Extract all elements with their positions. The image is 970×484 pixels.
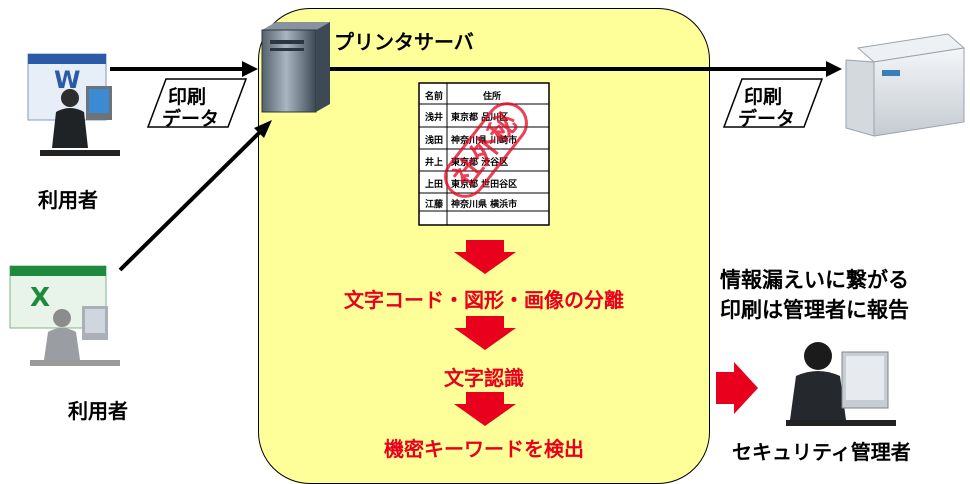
down-arrow-1	[454, 240, 516, 274]
diagram-lines: W X	[9, 22, 966, 426]
step-keyword-detection: 機密キーワードを検出	[384, 437, 584, 461]
admin-label: セキュリティ管理者	[732, 440, 911, 464]
down-arrow-2	[454, 316, 516, 350]
doc-row-address: 東京都 渋谷区	[451, 158, 509, 168]
doc-row-address: 神奈川県 川崎市	[451, 136, 518, 146]
step-ocr: 文字認識	[444, 366, 524, 390]
user2-figure-icon: X	[9, 265, 120, 366]
alert-line1: 情報漏えいに繋がる	[720, 268, 909, 292]
print-data-right-line1: 印刷	[744, 86, 783, 108]
step-separation: 文字コード・図形・画像の分離	[344, 288, 624, 312]
print-data-right-line2: データ	[738, 108, 796, 130]
printer-icon	[845, 33, 966, 137]
doc-row-address: 東京都 品川区	[451, 113, 509, 123]
print-data-left-shape	[146, 78, 248, 128]
user1-figure-icon: W	[27, 53, 120, 156]
user1-label: 利用者	[38, 188, 98, 212]
server-title: プリンタサーバ	[334, 30, 474, 54]
admin-figure-icon	[786, 342, 896, 426]
doc-row-address: 神奈川県 横浜市	[451, 200, 518, 210]
print-data-left-line1: 印刷	[168, 86, 207, 108]
doc-row-name: 江藤	[425, 200, 444, 210]
document-icon	[418, 82, 550, 226]
server-tower-icon	[261, 22, 330, 113]
arrow-user1-to-server	[110, 61, 258, 77]
user2-label: 利用者	[68, 399, 128, 423]
print-data-right-shape	[722, 78, 824, 128]
doc-row-address: 東京都 世田谷区	[451, 180, 518, 190]
print-data-left-line2: データ	[162, 108, 220, 130]
alert-line2: 印刷は管理者に報告	[720, 298, 909, 322]
doc-row-name: 上田	[425, 180, 444, 190]
document-table-text: 名前 住所 浅井 東京都 品川区 浅田 神奈川県 川崎市 井上 東京都 渋谷区 …	[419, 83, 549, 225]
down-arrow-3	[454, 392, 516, 426]
svg-text:X: X	[30, 283, 50, 313]
report-arrow	[716, 362, 758, 414]
arrow-server-to-printer	[320, 61, 842, 77]
doc-header-name: 名前	[425, 92, 444, 102]
arrow-user2-to-server	[118, 120, 272, 272]
svg-text:W: W	[54, 66, 80, 94]
doc-row-name: 井上	[425, 158, 444, 168]
doc-row-name: 浅井	[425, 113, 444, 123]
doc-row-name: 浅田	[425, 136, 444, 146]
doc-header-address: 住所	[483, 92, 502, 102]
